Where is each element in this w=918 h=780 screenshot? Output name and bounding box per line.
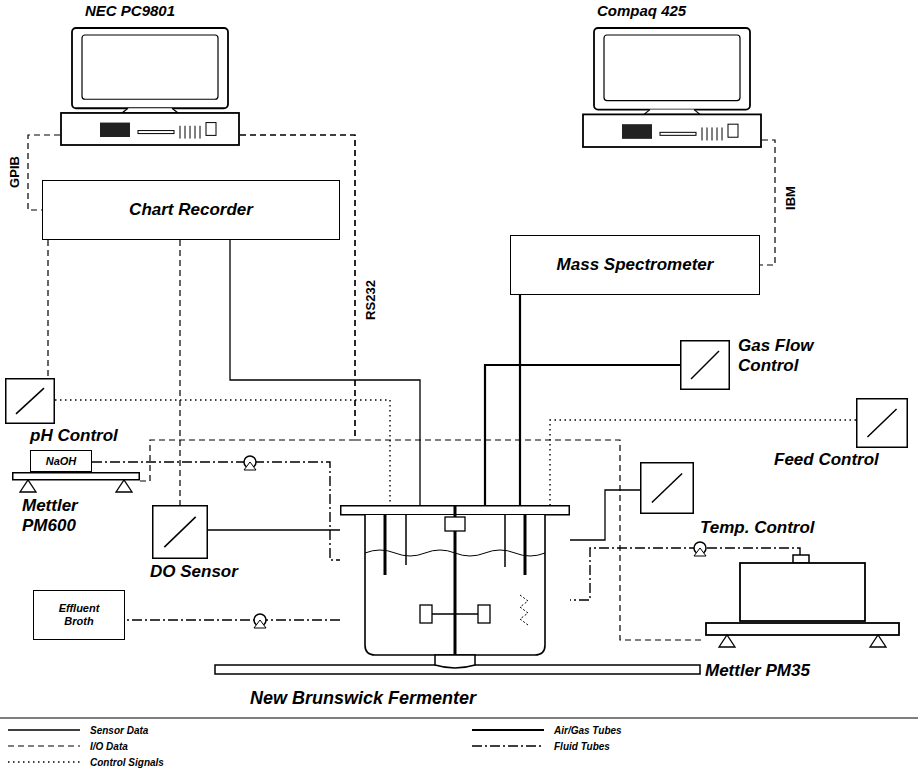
scale-shape [12,472,140,492]
node-caption: Compaq 425 [597,2,747,19]
legend-sample [470,724,546,736]
connector [179,240,180,505]
jug-shape [705,555,900,655]
node-caption: NEC PC9801 [85,2,235,19]
node-label: Chart Recorder [125,200,257,220]
legend-entry: Control Signals [6,756,164,768]
connector [125,619,340,620]
legend-rule [0,717,918,718]
legend-sample [6,756,82,768]
computer: Compaq 425 [582,28,762,148]
slash-shape [152,505,208,559]
balance: Mettler PM35 [705,555,900,655]
pc-shape [582,28,762,148]
vessel-shape [340,505,570,670]
legend-text: Control Signals [90,757,164,768]
computer: NEC PC9801 [60,28,240,146]
controller-box: pH Control [5,378,55,424]
legend-entry: Fluid Tubes [470,740,610,752]
controller-box: Temp. Control [640,462,694,514]
node-label: Effluent Broth [44,602,114,627]
legend-entry: Sensor Data [6,724,148,736]
pump-symbol [254,614,266,628]
legend-sample [6,724,82,736]
connector [208,529,340,530]
slash-shape [640,462,694,514]
legend-entry: Air/Gas Tubes [470,724,622,736]
connector [519,295,521,505]
pc-shape [60,28,240,146]
sensor-box: DO Sensor [152,505,208,559]
pump-symbol [694,542,706,556]
chart-recorder: Chart Recorder [42,180,340,240]
bus-label: GPIB [7,154,22,190]
legend-text: Air/Gas Tubes [554,725,622,736]
legend-sample [470,740,546,752]
node-caption: Temp. Control [700,518,870,538]
connector [55,400,390,505]
legend-entry: I/O Data [6,740,128,752]
slash-shape [680,340,730,390]
connector [570,490,640,540]
node-caption: Gas Flow Control [738,336,833,375]
connector [230,240,420,505]
node-caption: Mettler PM35 [705,661,905,681]
controller-box: Feed Control [856,398,908,448]
bus-label: IBM [783,184,798,212]
effluent-box: Effluent Broth [33,590,125,640]
node-caption: Mettler PM600 [22,496,122,535]
connector [760,140,775,265]
slash-shape [5,378,55,424]
legend-sample [6,740,82,752]
pump-symbol [244,456,256,470]
connector [47,240,48,378]
node-label: Mass Spectrometer [553,255,718,275]
legend-text: Sensor Data [90,725,148,736]
balance: Mettler PM600 [12,472,140,492]
mass-spectrometer: Mass Spectrometer [510,235,760,295]
node-caption: DO Sensor [150,562,260,582]
node-label: NaOH [42,455,81,468]
controller-box: Gas Flow Control [680,340,730,390]
fermenter: New Brunswick Fermenter [340,505,570,670]
node-caption: Feed Control [774,450,914,470]
legend-text: I/O Data [90,741,128,752]
bus-label: RS232 [363,278,378,322]
node-caption: New Brunswick Fermenter [250,688,580,709]
legend-text: Fluid Tubes [554,741,610,752]
slash-shape [856,398,908,448]
node-caption: pH Control [30,426,170,446]
reagent-box: NaOH [30,450,92,472]
